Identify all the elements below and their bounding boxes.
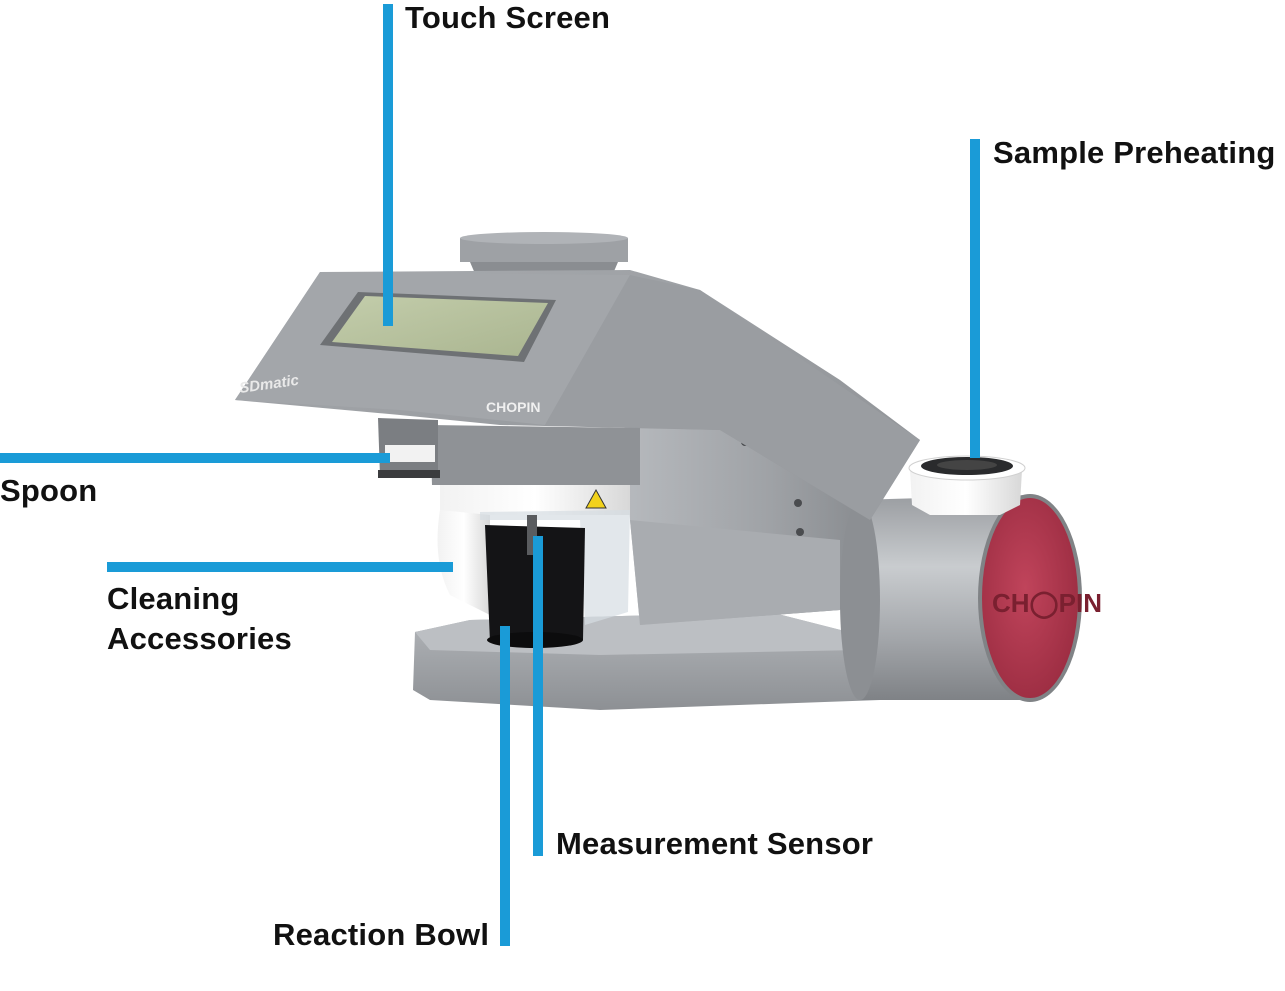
touch-screen-leader [383, 4, 393, 326]
sample-preheating-leader [970, 139, 980, 458]
cleaning-label-line1: Cleaning [107, 581, 240, 616]
cleaning-accessories-leader [107, 562, 453, 572]
measurement-sensor-label: Measurement Sensor [556, 826, 874, 861]
brand-text: CHOPIN [486, 399, 540, 415]
reaction-bowl-label: Reaction Bowl [273, 917, 490, 952]
spoon-label: Spoon [0, 473, 98, 508]
reaction-bowl-leader [500, 626, 510, 946]
cleaning-label-line2: Accessories [107, 621, 292, 656]
sample-preheating-label: Sample Preheating [993, 135, 1276, 170]
cap-brand-text: CH◯PIN [992, 588, 1102, 619]
spoon-leader [0, 453, 390, 463]
measurement-sensor-leader [533, 536, 543, 856]
touch-screen-label: Touch Screen [405, 0, 611, 35]
